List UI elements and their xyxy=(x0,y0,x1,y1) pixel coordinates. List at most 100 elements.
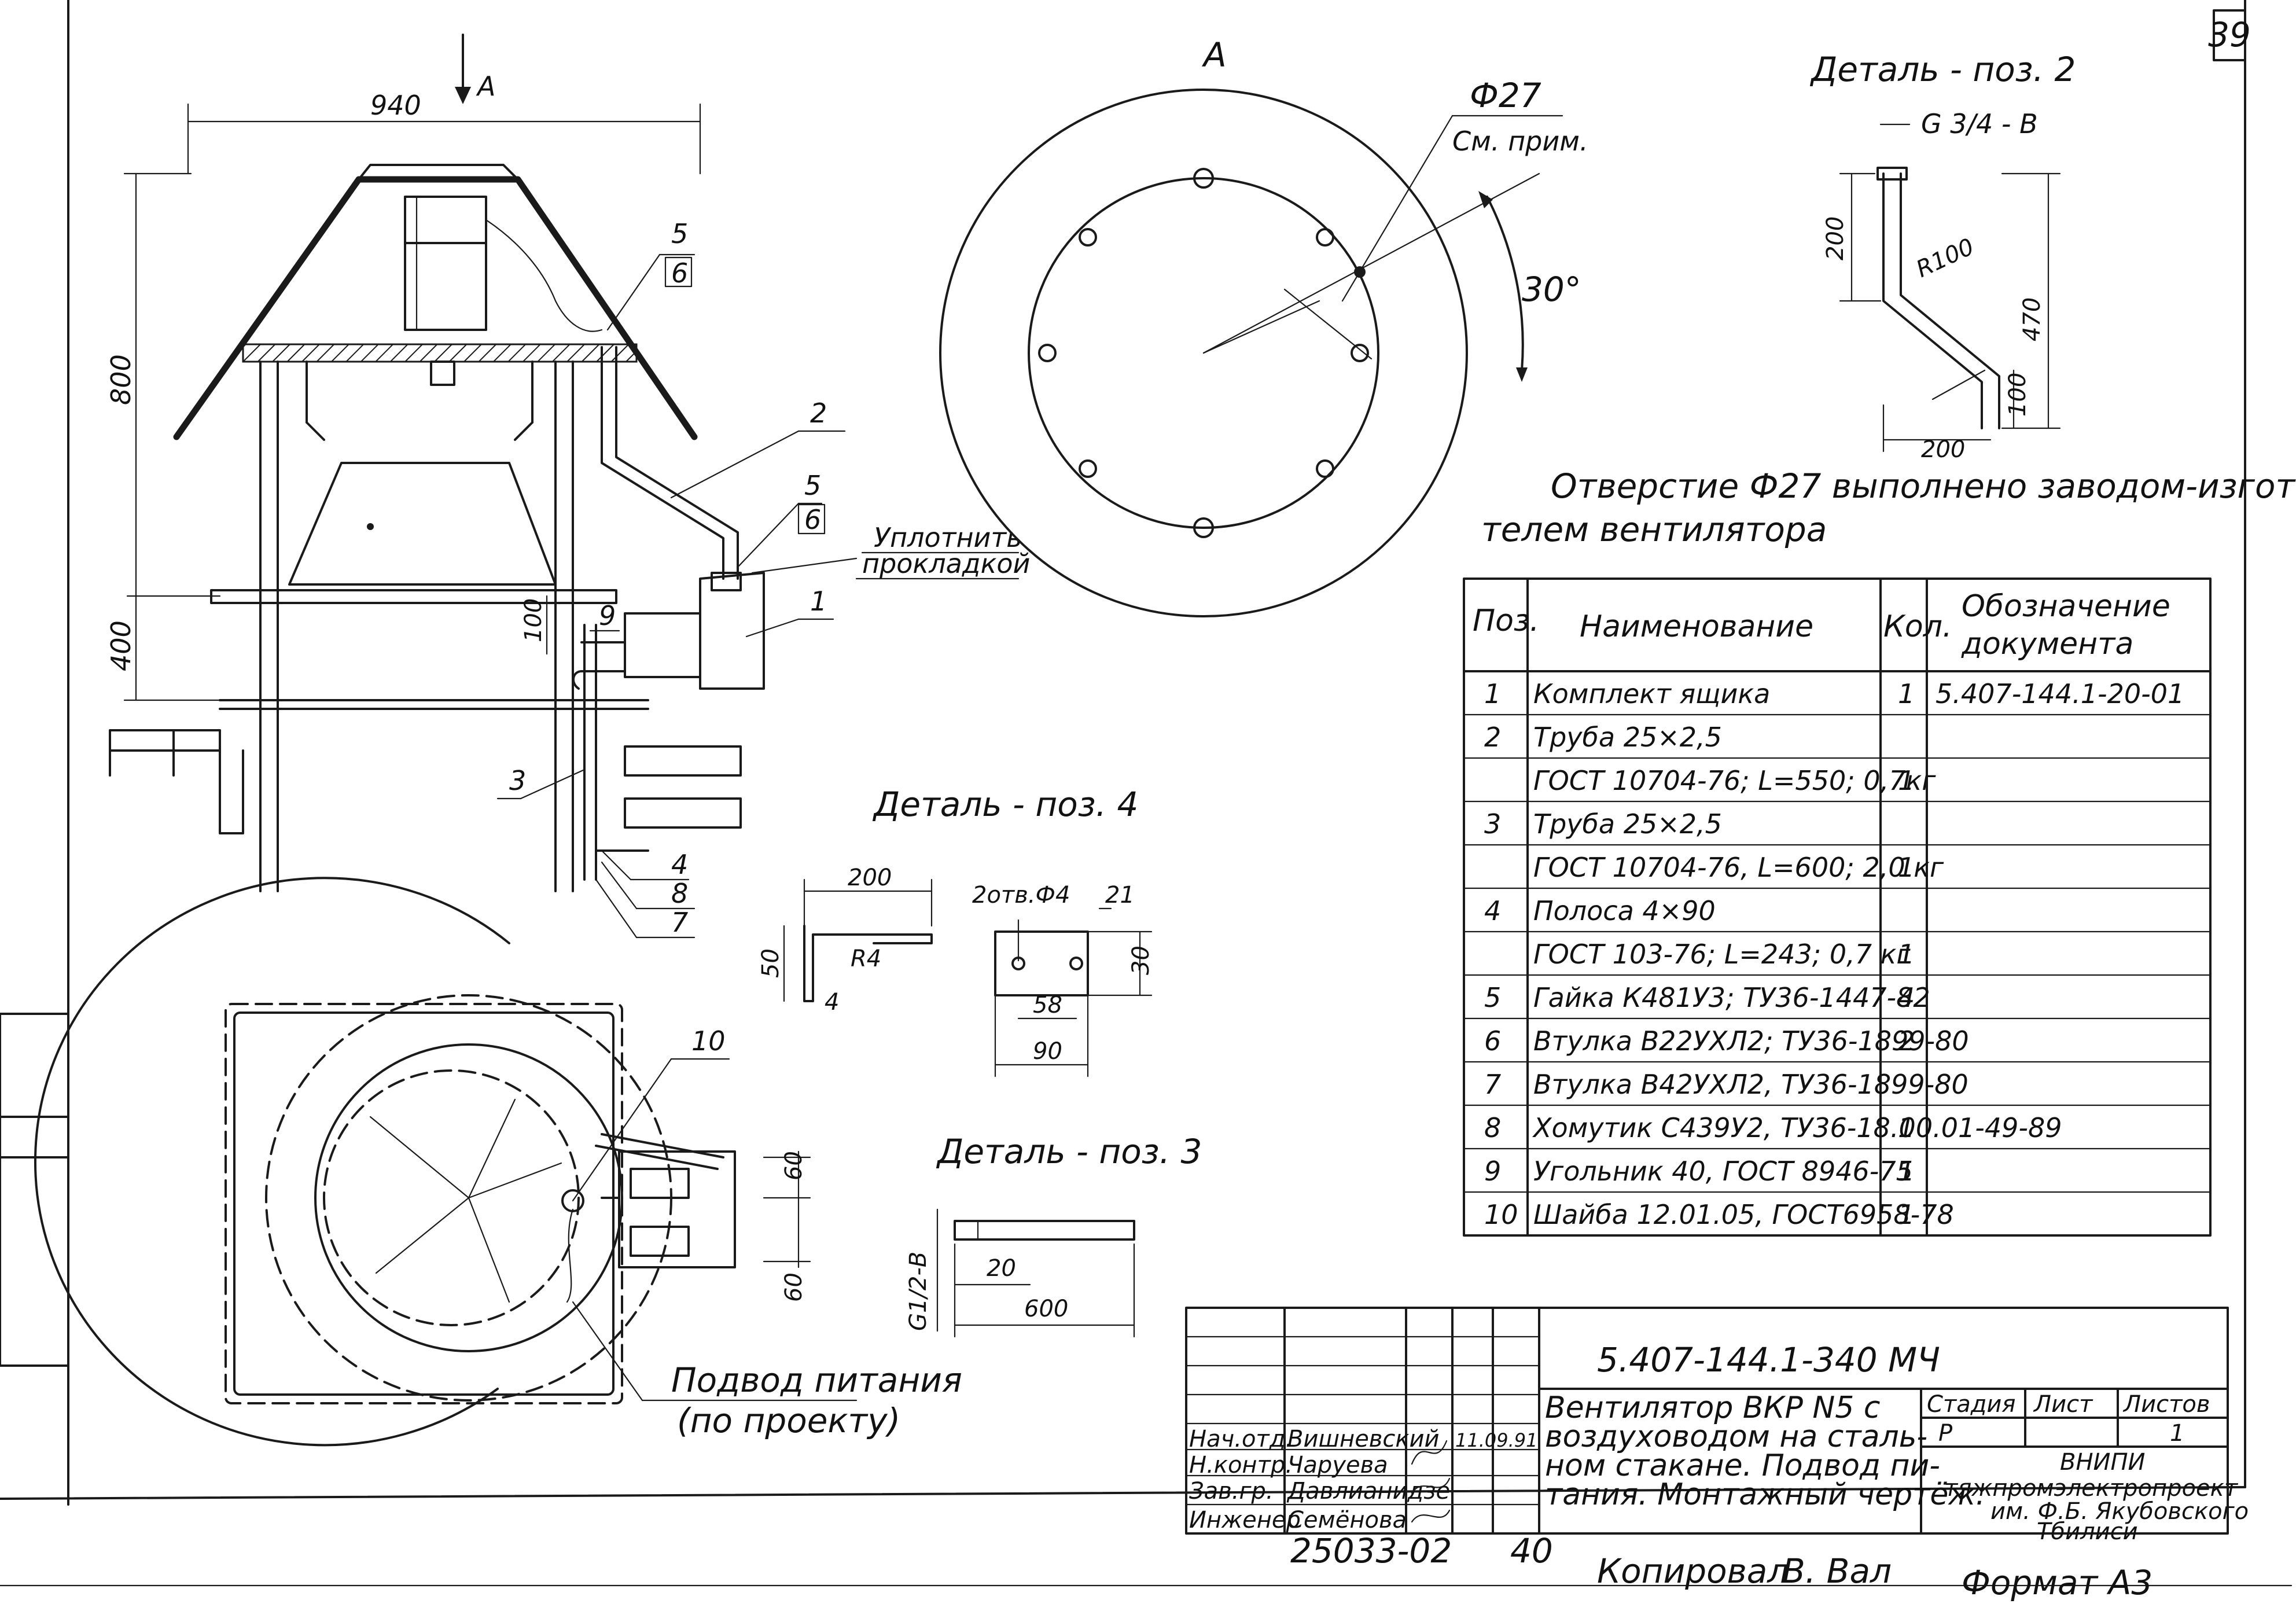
spec-cell-doc: 5.407-144.1-20-01 xyxy=(1936,678,2184,709)
org-line-2: тяжпромэлектропроект xyxy=(1944,1475,2239,1502)
inventory-number: 25033-02 xyxy=(1290,1531,1452,1570)
spec-cell-pos: 10 xyxy=(1484,1199,1518,1230)
leader-6b: 6 xyxy=(804,504,821,535)
dim-100: 100 xyxy=(520,598,547,642)
spec-cell-name: Труба 25×2,5 xyxy=(1533,808,1722,840)
title-line-2: воздуховодом на сталь- xyxy=(1545,1419,1927,1454)
org-line-3: им. Ф.Б. Якубовского xyxy=(1990,1498,2249,1525)
signature-2 xyxy=(1411,1477,1451,1494)
detail-2-dim-200v: 200 xyxy=(1822,216,1849,260)
dim-800: 800 xyxy=(105,354,137,405)
role-3: Зав.гр. xyxy=(1189,1478,1274,1505)
detail-4: Деталь - поз. 4 200 R4 50 4 2отв.Ф4 21 3… xyxy=(757,785,1154,1077)
view-a-diameter: Ф27 xyxy=(1470,76,1541,115)
spec-cell-qty: 1 xyxy=(1898,1199,1915,1230)
spec-cell-pos: 2 xyxy=(1484,722,1501,753)
leader-9: 9 xyxy=(599,600,616,631)
spec-cell-name: Втулка В42УХЛ2, ТУ36-1899-80 xyxy=(1533,1069,1968,1100)
view-a-title: А xyxy=(1201,35,1227,75)
name-2: Чаруева xyxy=(1287,1452,1388,1478)
detail-3-thread: G1/2-В xyxy=(905,1252,932,1331)
signature-3 xyxy=(1411,1509,1451,1523)
detail-4-dim-200: 200 xyxy=(848,865,892,891)
detail-4-title: Деталь - поз. 4 xyxy=(872,785,1138,824)
detail-4-dim-21: 21 xyxy=(1105,882,1135,909)
note-line1: Отверстие Ф27 выполнено заводом-изготови… xyxy=(1551,466,2296,506)
spec-cell-qty: 1 xyxy=(1898,939,1915,970)
spec-cell-qty: 1 xyxy=(1898,1156,1915,1187)
spec-cell-qty: 1 xyxy=(1898,765,1915,796)
spec-cell-qty: 1 xyxy=(1898,852,1915,883)
spec-cell-name: Труба 25×2,5 xyxy=(1533,722,1722,753)
spec-header-name: Наименование xyxy=(1580,609,1813,644)
spec-cell-pos: 5 xyxy=(1484,982,1501,1013)
detail-4-radius: R4 xyxy=(851,946,881,972)
detail-3-title: Деталь - поз. 3 xyxy=(936,1132,1202,1171)
footer-page: 40 xyxy=(1510,1531,1553,1570)
view-a-angle: 30° xyxy=(1522,270,1581,309)
leader-5b: 5 xyxy=(804,470,821,501)
spec-cell-name: Гайка К481У3; ТУ36-1447-82 xyxy=(1533,982,1930,1013)
title-block: 5.407-144.1-340 МЧ Вентилятор ВКР N5 с в… xyxy=(1185,1307,2249,1545)
page-number: 39 xyxy=(2208,15,2251,54)
leader-3: 3 xyxy=(509,765,526,796)
plan-power-line2: (по проекту) xyxy=(677,1401,900,1440)
detail-4-dim-58: 58 xyxy=(1033,992,1062,1018)
title-line-3: ном стакане. Подвод пи- xyxy=(1545,1448,1940,1483)
view-arrow-label: A xyxy=(476,71,495,102)
detail-4-dim-90: 90 xyxy=(1033,1038,1062,1065)
title-line-4: тания. Монтажный чертёж. xyxy=(1545,1477,1985,1512)
detail-4-dim-50: 50 xyxy=(757,948,784,978)
spec-cell-name: ГОСТ 10704-76, L=600; 2,0 кг xyxy=(1533,852,1944,883)
sheets-value: 1 xyxy=(2170,1420,2184,1447)
role-2: Н.контр. xyxy=(1189,1452,1293,1478)
detail-2-thread: G 3/4 - В xyxy=(1921,108,2038,139)
dim-400: 400 xyxy=(105,620,137,671)
detail-4-holes: 2отв.Ф4 xyxy=(972,882,1070,909)
view-a: А 30° Ф27 См. прим. xyxy=(939,35,1588,617)
role-1: Нач.отд. xyxy=(1189,1426,1293,1452)
detail-2-radius: R100 xyxy=(1912,233,1978,283)
spec-header-qty: Кол. xyxy=(1883,609,1952,644)
detail-3: Деталь - поз. 3 G1/2-В 20 600 xyxy=(905,1132,1202,1338)
role-4: Инженер xyxy=(1189,1507,1301,1533)
spec-cell-qty: 1 xyxy=(1898,1112,1915,1143)
fabrication-note: Отверстие Ф27 выполнено заводом-изготови… xyxy=(1481,466,2296,549)
plan-view: 60 60 10 Подвод питания (по проекту) xyxy=(34,877,962,1447)
dim-940: 940 xyxy=(370,90,421,121)
detail-2-dim-200h: 200 xyxy=(1921,436,1965,463)
name-4: Семёнова xyxy=(1287,1507,1407,1533)
name-1: Вишневский xyxy=(1287,1426,1440,1452)
spec-cell-pos: 6 xyxy=(1484,1025,1501,1057)
detail-4-dim-30: 30 xyxy=(1128,946,1154,975)
stage-label: Стадия xyxy=(1927,1391,2015,1418)
view-a-note: См. прим. xyxy=(1452,126,1588,157)
leader-4: 4 xyxy=(671,849,688,880)
leader-7: 7 xyxy=(671,907,688,938)
spec-cell-pos: 8 xyxy=(1484,1112,1501,1143)
copier-name: В. Вал xyxy=(1782,1551,1892,1591)
name-3: Давлианидзе xyxy=(1286,1478,1450,1505)
detail-4-dim-4: 4 xyxy=(825,989,839,1016)
spec-cell-name: Хомутик С439У2, ТУ36-18.00.01-49-89 xyxy=(1532,1112,2062,1143)
spec-cell-name: Шайба 12.01.05, ГОСТ6958-78 xyxy=(1533,1199,1954,1230)
sheet-label: Лист xyxy=(2033,1391,2093,1418)
detail-3-dim-600: 600 xyxy=(1024,1296,1068,1322)
title-line-1: Вентилятор ВКР N5 с xyxy=(1545,1391,1881,1425)
leader-8: 8 xyxy=(671,878,688,909)
plan-dim-60a: 60 xyxy=(781,1151,807,1180)
leader-6: 6 xyxy=(671,258,688,289)
plan-leader-10: 10 xyxy=(691,1025,726,1057)
spec-cell-pos: 1 xyxy=(1484,678,1501,709)
note-line2: телем вентилятора xyxy=(1481,510,1827,549)
detail-2: Деталь - поз. 2 G 3/4 - В 200 R100 470 1… xyxy=(1809,50,2076,463)
spec-cell-pos: 7 xyxy=(1484,1069,1501,1100)
leader-5: 5 xyxy=(671,218,688,249)
spec-header-pos: Поз. xyxy=(1473,604,1539,638)
spec-cell-pos: 4 xyxy=(1484,895,1501,926)
doc-code: 5.407-144.1-340 МЧ xyxy=(1597,1340,1940,1380)
spec-cell-name: Полоса 4×90 xyxy=(1533,895,1716,926)
signature-1 xyxy=(1411,1440,1448,1465)
detail-2-dim-100: 100 xyxy=(2004,373,2031,417)
